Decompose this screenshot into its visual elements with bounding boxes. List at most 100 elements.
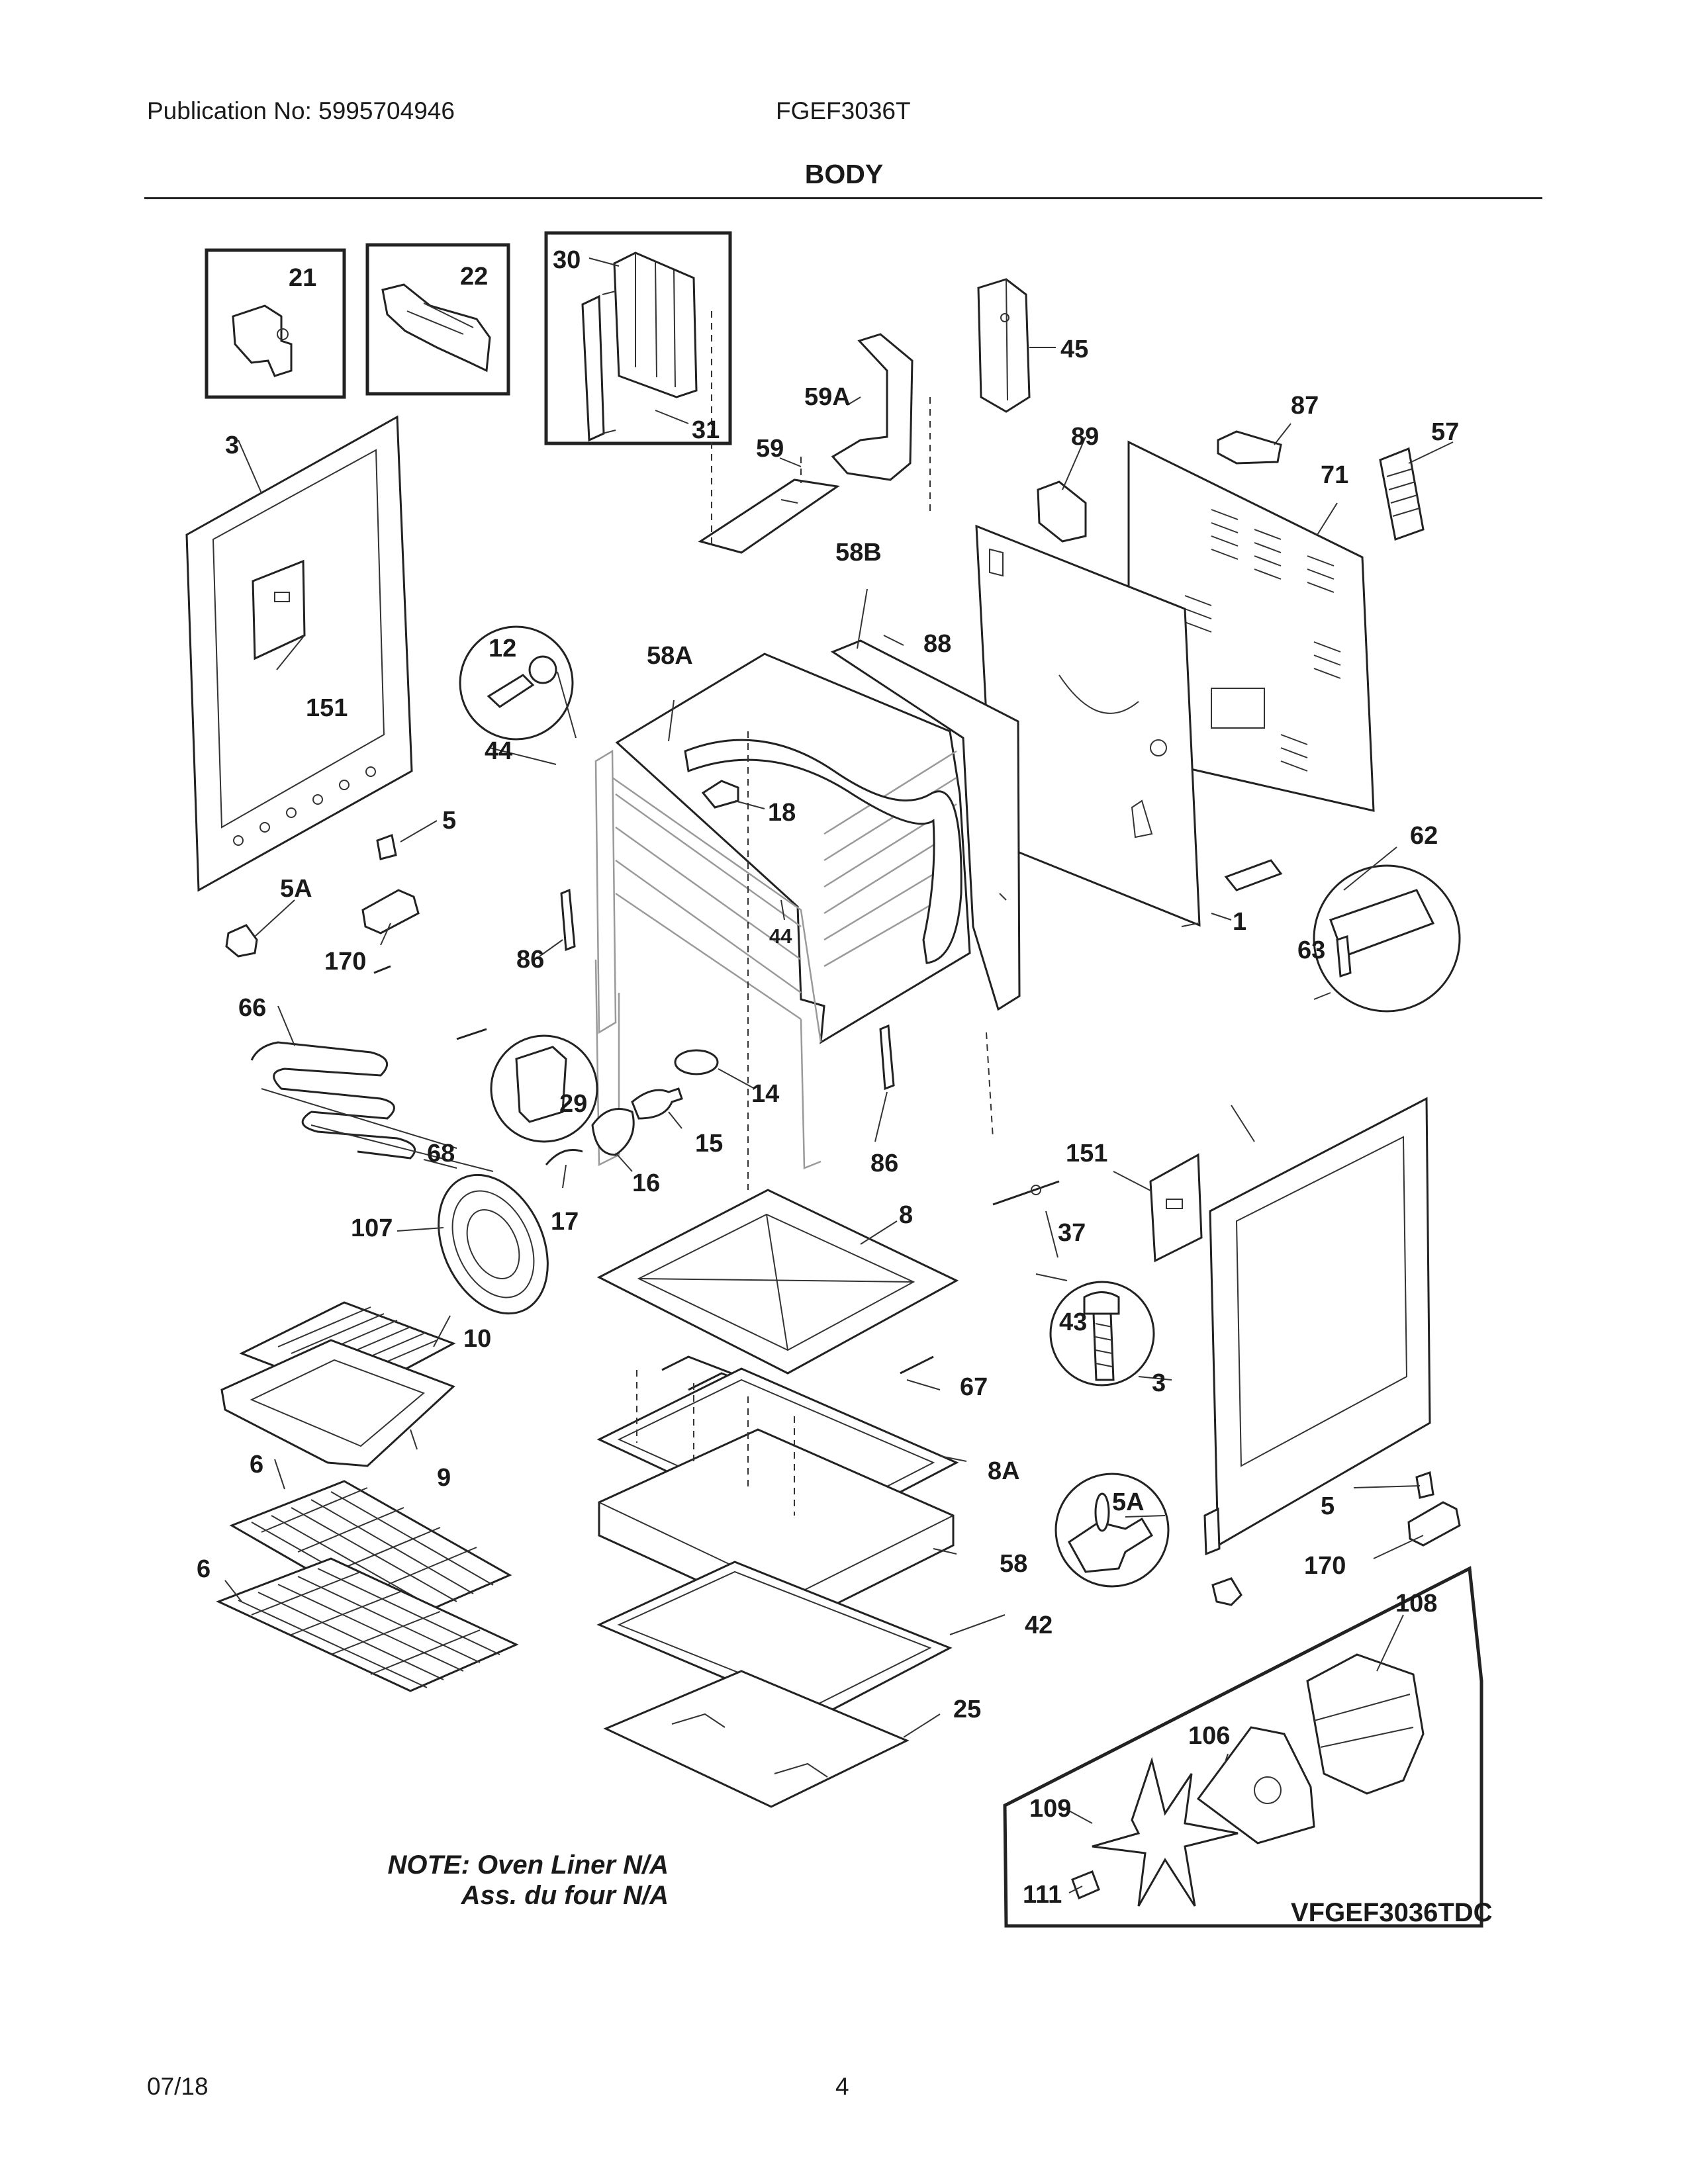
- callout-9: 9: [437, 1464, 451, 1492]
- inset-part-5A-right: [1055, 1473, 1170, 1588]
- bottom-cover-25: [603, 1670, 910, 1808]
- fan-cover-107: [438, 1173, 549, 1315]
- part-170-right: [1407, 1501, 1461, 1547]
- callout-5-left: 5: [442, 807, 456, 835]
- callout-66: 66: [238, 994, 266, 1022]
- note-line-2: Ass. du four N/A: [461, 1881, 669, 1910]
- page-number: 4: [835, 2073, 849, 2100]
- part-57: [1379, 447, 1425, 541]
- callout-151-left: 151: [306, 694, 348, 722]
- terminal-block-small: [1224, 859, 1283, 891]
- callout-58B: 58B: [835, 539, 882, 567]
- callout-44-left: 44: [485, 737, 512, 765]
- callout-58A: 58A: [647, 642, 693, 670]
- callout-111: 111: [1023, 1881, 1062, 1909]
- callout-15: 15: [695, 1130, 723, 1158]
- part-86-left: [560, 888, 576, 952]
- callout-86-left: 86: [516, 946, 544, 974]
- callout-42: 42: [1025, 1612, 1053, 1639]
- callout-106: 106: [1188, 1722, 1230, 1750]
- callout-89: 89: [1071, 423, 1099, 451]
- callout-22: 22: [460, 263, 488, 291]
- inset-part-22: [365, 243, 510, 396]
- callout-108: 108: [1395, 1590, 1437, 1617]
- callout-10: 10: [463, 1325, 491, 1353]
- callout-44-center: 44: [769, 925, 792, 948]
- inset-part-12: [459, 625, 574, 741]
- diagram-code: VFGEF3036TDC: [1291, 1898, 1493, 1927]
- part-5-right: [1415, 1471, 1434, 1499]
- inset-part-62-63: [1313, 864, 1461, 1013]
- part-14: [674, 1049, 719, 1075]
- callout-18: 18: [768, 799, 796, 827]
- callout-8: 8: [899, 1201, 913, 1229]
- part-111: [1071, 1870, 1100, 1900]
- part-45: [977, 278, 1031, 413]
- callout-59A: 59A: [804, 383, 851, 411]
- callout-151-right: 151: [1066, 1140, 1107, 1167]
- section-title: BODY: [804, 159, 884, 189]
- callout-62: 62: [1410, 822, 1438, 850]
- callout-30: 30: [553, 246, 581, 274]
- callout-88: 88: [923, 630, 951, 658]
- header-rule: [144, 197, 1542, 199]
- callout-43: 43: [1059, 1308, 1087, 1336]
- callout-14: 14: [751, 1080, 779, 1108]
- callout-17: 17: [551, 1208, 579, 1236]
- callout-107: 107: [351, 1214, 393, 1242]
- callout-45: 45: [1060, 336, 1088, 363]
- callout-57: 57: [1431, 418, 1459, 446]
- callout-5-right: 5: [1321, 1492, 1335, 1520]
- callout-6-upper: 6: [250, 1451, 263, 1479]
- oven-rack-6-lower: [216, 1557, 519, 1692]
- oven-bottom-8: [596, 1189, 959, 1375]
- callout-68: 68: [427, 1140, 455, 1167]
- part-59A: [831, 333, 914, 481]
- leader-lines: [224, 257, 1454, 1893]
- callout-109: 109: [1029, 1795, 1071, 1823]
- callout-16: 16: [632, 1169, 660, 1197]
- part-87: [1217, 430, 1282, 465]
- callout-5A-left: 5A: [280, 875, 312, 903]
- part-17: [545, 1149, 583, 1165]
- inset-part-29: [490, 1034, 598, 1143]
- part-170-left: [361, 889, 420, 934]
- oven-cavity: [594, 639, 1021, 1169]
- callout-170-left: 170: [324, 948, 366, 976]
- callout-63: 63: [1297, 936, 1325, 964]
- inset-convection-fan: [1003, 1566, 1483, 1928]
- part-5A-hinge-right: [1211, 1577, 1243, 1606]
- footer-date: 07/18: [147, 2073, 209, 2100]
- callout-25: 25: [953, 1696, 981, 1723]
- part-59: [698, 478, 840, 554]
- part-37: [992, 1180, 1060, 1206]
- callout-1: 1: [1233, 908, 1246, 936]
- note-line-1: NOTE: Oven Liner N/A: [387, 1850, 669, 1880]
- part-18: [701, 780, 739, 809]
- callout-3-right: 3: [1152, 1369, 1166, 1397]
- callout-5A-right: 5A: [1112, 1488, 1145, 1516]
- broil-pan-9: [220, 1339, 455, 1467]
- callout-31: 31: [692, 416, 720, 444]
- fan-blade-109: [1092, 1756, 1239, 1907]
- model-number: FGEF3036T: [776, 97, 911, 124]
- publication-number: Publication No: 5995704946: [147, 97, 455, 124]
- bake-element-67: [661, 1355, 934, 1444]
- part-16: [591, 1108, 635, 1156]
- inset-part-21: [205, 248, 346, 399]
- part-15: [631, 1087, 683, 1120]
- callout-59: 59: [756, 435, 784, 463]
- part-86-right: [879, 1024, 895, 1091]
- callout-87: 87: [1291, 392, 1319, 420]
- rack-support-68: [261, 1088, 494, 1172]
- callout-6-lower: 6: [197, 1555, 211, 1583]
- side-panel-3-left: [185, 415, 413, 892]
- part-151-right: [1149, 1153, 1203, 1263]
- bake-element-66: [250, 965, 487, 1160]
- callout-8A: 8A: [988, 1457, 1020, 1485]
- assembly-guides: [636, 311, 994, 1516]
- inset-part-43: [1049, 1281, 1155, 1387]
- part-108: [1306, 1653, 1425, 1795]
- part-106: [1196, 1726, 1315, 1844]
